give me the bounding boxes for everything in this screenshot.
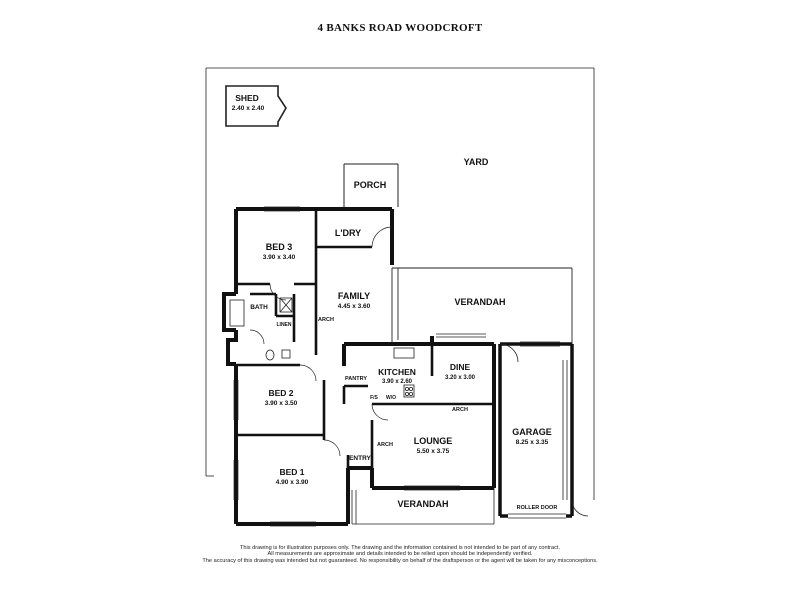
verandah-rear [391, 267, 573, 344]
arch-label-family: ARCH [318, 317, 334, 323]
linen-label: LINEN [277, 322, 292, 328]
porch [343, 163, 399, 207]
pantry-label: PANTRY [345, 376, 367, 382]
windows [233, 206, 560, 527]
property-boundary [205, 67, 595, 500]
bed3-label: BED 3 [266, 242, 293, 252]
dine-label: DINE [450, 362, 471, 372]
lounge-label: LOUNGE [414, 436, 453, 446]
disclaimer: This drawing is for illustration purpose… [150, 545, 650, 564]
dine-dims: 3.20 x 3.00 [445, 375, 476, 381]
garage-label: GARAGE [512, 427, 552, 437]
porch-label: PORCH [354, 180, 387, 190]
garage-dims: 8.25 x 3.35 [516, 439, 549, 446]
kitchen-label: KITCHEN [378, 367, 416, 377]
roller-door-label: ROLLER DOOR [517, 505, 558, 511]
family-dims: 4.45 x 3.60 [338, 303, 371, 310]
laundry-label: L'DRY [335, 228, 361, 238]
external-walls [222, 207, 496, 526]
arch-label-lounge: ARCH [377, 442, 393, 448]
kitchen-bench [393, 347, 415, 398]
bath-fixtures [229, 297, 293, 361]
garage-walls [498, 342, 574, 518]
garage-details [499, 343, 589, 519]
wo-label: W/O [386, 395, 396, 401]
disclaimer-line-3: The accuracy of this drawing was intende… [202, 557, 598, 564]
yard-label: YARD [464, 157, 489, 167]
bed3-dims: 3.90 x 3.40 [263, 254, 296, 261]
disclaimer-line-1: This drawing is for illustration purpose… [239, 545, 561, 551]
bed2-dims: 3.90 x 3.50 [265, 400, 298, 407]
arch-label-dine: ARCH [452, 407, 468, 413]
shed-dims: 2.40 x 2.40 [232, 105, 265, 112]
verandah-front-label: VERANDAH [397, 499, 448, 509]
plan-title: 4 BANKS ROAD WOODCROFT [317, 22, 483, 34]
verandah-front [351, 488, 495, 525]
verandah-rear-label: VERANDAH [454, 297, 505, 307]
kitchen-dims: 3.90 x 2.60 [382, 379, 413, 385]
entry-label: ENTRY [349, 455, 371, 462]
shed [225, 85, 287, 127]
doors [249, 226, 393, 457]
bath-label: BATH [250, 304, 268, 311]
fs-label: F/S [370, 395, 378, 401]
family-label: FAMILY [338, 291, 370, 301]
bed2-label: BED 2 [268, 388, 293, 398]
internal-walls [236, 209, 494, 468]
lounge-dims: 5.50 x 3.75 [417, 448, 450, 455]
bed1-label: BED 1 [279, 467, 304, 477]
disclaimer-line-2: All measurements are approximate and det… [267, 551, 533, 558]
shed-label: SHED [235, 93, 259, 103]
bed1-dims: 4.90 x 3.90 [276, 479, 309, 486]
